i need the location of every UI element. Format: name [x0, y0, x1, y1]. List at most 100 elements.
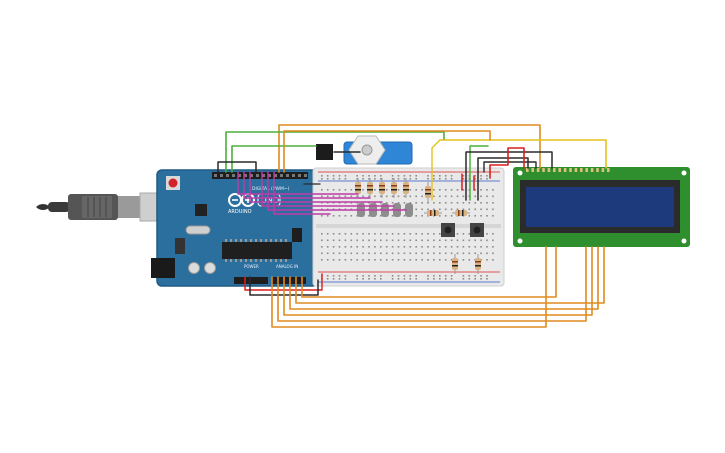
breadboard-hole — [380, 175, 382, 177]
power-jack[interactable] — [151, 258, 175, 278]
lcd-pin[interactable] — [574, 168, 578, 172]
lcd-pin[interactable] — [542, 168, 545, 172]
breadboard-hole — [492, 215, 494, 217]
breadboard-hole — [374, 195, 376, 198]
resistor-5[interactable] — [403, 178, 409, 198]
wire-orange-loop-1[interactable] — [271, 246, 547, 328]
breadboard-hole — [362, 189, 364, 191]
breadboard-hole — [362, 259, 364, 261]
wire-orange-arduino[interactable] — [283, 130, 491, 173]
breadboard-hole — [462, 239, 465, 242]
reset-button[interactable] — [168, 178, 178, 188]
wire-orange-loop-6[interactable] — [301, 246, 557, 298]
wire-green-lcd[interactable] — [469, 145, 489, 201]
wire-orange-loop-5[interactable] — [295, 246, 605, 304]
lcd-16x2[interactable] — [513, 167, 690, 247]
arduino-uno-board[interactable]: DIGITAL (PWM~) ARDUINO UNO POWER — [151, 169, 318, 287]
resistor-row[interactable] — [355, 178, 481, 274]
lcd-pin[interactable] — [563, 168, 567, 172]
breadboard-hole — [444, 252, 447, 255]
wire-magenta-5[interactable] — [267, 171, 407, 211]
lcd-pin[interactable] — [526, 168, 529, 172]
breadboard-hole — [356, 178, 358, 180]
lcd-pin[interactable] — [531, 168, 534, 172]
breadboard-hole — [433, 275, 435, 277]
resistor-3[interactable] — [379, 178, 385, 198]
wire-yellow-bb[interactable] — [431, 139, 441, 201]
led-5[interactable] — [405, 203, 413, 217]
wire-black-lcd-1[interactable] — [465, 151, 553, 201]
breadboard-hole — [421, 189, 423, 191]
breadboard-hole — [433, 239, 435, 242]
breadboard-hole — [362, 239, 364, 242]
resistor-2[interactable] — [367, 178, 373, 198]
wire-yellow-lcd[interactable] — [439, 139, 607, 169]
resistor-10[interactable] — [475, 254, 481, 274]
breadboard-hole — [474, 202, 476, 204]
breadboard-hole — [439, 259, 441, 261]
lcd-pin[interactable] — [590, 168, 594, 172]
breadboard-hole — [427, 202, 429, 204]
breadboard-hole — [385, 233, 388, 235]
wire-red-rail[interactable] — [261, 273, 323, 291]
breadboard-hole — [326, 239, 329, 242]
usb-cable-tail — [36, 204, 50, 210]
breadboard-hole — [415, 233, 417, 235]
usb-cable[interactable] — [36, 192, 171, 222]
wire-green-top[interactable] — [225, 131, 445, 173]
breadboard-hole — [356, 278, 358, 280]
breadboard-hole — [380, 252, 382, 255]
resistor-7[interactable] — [424, 210, 442, 216]
lcd-pin[interactable] — [596, 168, 599, 172]
pushbutton-2[interactable] — [470, 223, 484, 237]
wire-magenta-1[interactable] — [237, 171, 359, 195]
breadboard-hole — [421, 233, 423, 235]
wire-black-lcd-2[interactable] — [477, 157, 529, 201]
breadboard-hole — [480, 239, 482, 242]
breadboard-hole — [409, 202, 412, 204]
lcd-pin[interactable] — [580, 168, 583, 172]
wire-red-lcd[interactable] — [489, 147, 525, 179]
wire-orange-top[interactable] — [278, 124, 541, 173]
wire-magenta-2[interactable] — [243, 171, 371, 199]
wire-magenta-4[interactable] — [261, 171, 395, 207]
breadboard-hole — [332, 275, 335, 277]
breadboard-hole — [409, 259, 412, 261]
breadboard-hole — [368, 202, 370, 204]
usb-cable-cord — [48, 202, 70, 212]
lcd-pin[interactable] — [607, 168, 610, 172]
icsp-header — [292, 228, 302, 242]
micro-servo[interactable] — [316, 135, 413, 165]
resistor-8[interactable] — [452, 210, 470, 216]
breadboard-hole — [409, 175, 412, 177]
power-header-label: POWER — [244, 264, 259, 269]
wire-magenta-3[interactable] — [249, 171, 383, 203]
breadboard-hole — [433, 195, 435, 198]
lcd-pin[interactable] — [585, 168, 588, 172]
lcd-pin[interactable] — [558, 168, 561, 172]
lcd-pin[interactable] — [536, 168, 540, 172]
breadboard-hole — [456, 202, 459, 204]
lcd-pin[interactable] — [569, 168, 572, 172]
breadboard-hole — [350, 215, 353, 217]
lcd-pin[interactable] — [553, 168, 556, 172]
lcd-pin[interactable] — [547, 168, 551, 172]
resistor-4[interactable] — [391, 178, 397, 198]
pushbutton-1[interactable] — [441, 223, 455, 237]
lcd-pin[interactable] — [601, 168, 605, 172]
resistor-9[interactable] — [452, 254, 458, 274]
wire-orange-loop-2[interactable] — [277, 246, 587, 322]
wire-magenta-6[interactable] — [273, 171, 331, 215]
breadboard-hole — [492, 208, 494, 211]
breadboard-hole — [468, 252, 471, 255]
breadboard-hole — [338, 215, 341, 217]
wire-red-power[interactable] — [244, 276, 263, 291]
wire-black-lcd-3[interactable] — [483, 161, 537, 173]
wire-green-servo[interactable] — [231, 145, 317, 173]
wire-orange-loop-4[interactable] — [289, 246, 599, 310]
breadboard-hole — [492, 233, 494, 235]
wire-black-1[interactable] — [217, 161, 257, 173]
resistor-6[interactable] — [425, 182, 431, 202]
breadboard-hole — [421, 259, 423, 261]
wire-orange-loop-3[interactable] — [283, 246, 593, 316]
